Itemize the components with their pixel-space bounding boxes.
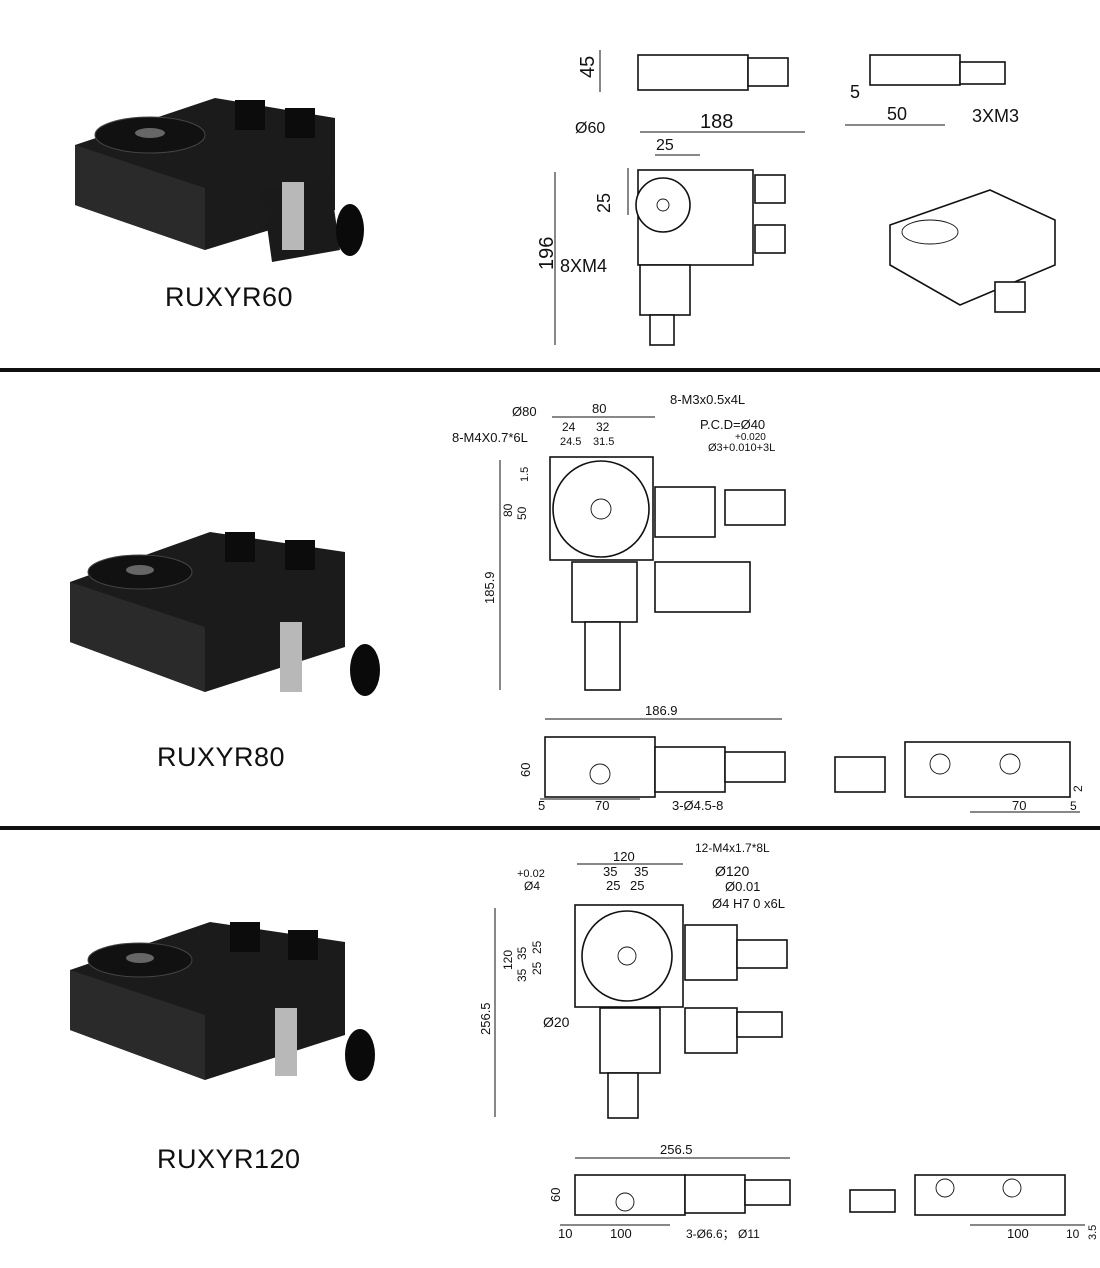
dim-h24: 24 (562, 420, 576, 434)
dim-h35a: 35 (603, 864, 617, 879)
dim-front-holes: 3-Ø4.5-8 (672, 798, 723, 813)
dim-side-thread: 3XM3 (972, 106, 1019, 126)
dim-pin: Ø3+0.010+3L (708, 442, 775, 454)
model-label: RUXYR120 (157, 1144, 301, 1174)
dim-side-10: 10 (1066, 1227, 1080, 1241)
dim-v120: 120 (501, 950, 515, 970)
model-label: RUXYR80 (157, 742, 286, 772)
dim-front-h: 60 (548, 1188, 563, 1202)
dim-v25b: 25 (530, 961, 544, 975)
dim-offset-h: 25 (656, 137, 674, 154)
dim-h315: 31.5 (593, 436, 614, 448)
drawing-ruxyr60: 45 188 Ø60 25 25 196 8XM4 5 50 3XM3 (75, 50, 1056, 346)
dim-h25a: 25 (606, 878, 620, 893)
dim-front-holes: 3-Ø6.6； Ø11 (686, 1227, 760, 1241)
dim-side-a: 5 (850, 82, 860, 102)
side-view-60 (599, 50, 1006, 126)
dim-v15: 1.5 (519, 467, 531, 482)
dim-length: 188 (700, 111, 733, 133)
dim-h25b: 25 (630, 878, 644, 893)
dim-v50: 50 (515, 506, 529, 520)
dim-width: 120 (613, 849, 635, 864)
dim-h35b: 35 (634, 864, 648, 879)
dim-tol: +0.02 (517, 868, 545, 880)
dim-front-10: 10 (558, 1226, 572, 1241)
dim-center: Ø20 (543, 1014, 570, 1030)
section-divider (0, 368, 1100, 372)
dim-diameter: Ø60 (575, 120, 605, 137)
dim-total-v: 196 (536, 237, 558, 270)
dim-threads-a: 8-M3x0.5x4L (670, 392, 745, 407)
product-render-80 (70, 532, 380, 696)
dim-total-v: 185.9 (482, 571, 497, 604)
dim-offset-v: 25 (594, 193, 614, 213)
dim-threads-b: 8-M4X0.7*6L (452, 430, 528, 445)
top-view-60 (554, 131, 805, 346)
dim-h245: 24.5 (560, 436, 581, 448)
dim-width: 80 (592, 401, 606, 416)
dim-flat: Ø0.01 (725, 879, 760, 894)
dim-side-70: 70 (1012, 798, 1026, 813)
iso-view-60 (889, 189, 1056, 313)
front-view-80 (540, 718, 1080, 813)
section-ruxyr120: 120 35 35 25 25 12-M4x1.7*8L +0.02 Ø4 Ø1… (0, 830, 1100, 1268)
dim-front-70: 70 (595, 798, 609, 813)
dim-v35b: 35 (515, 968, 529, 982)
product-render-60 (75, 98, 364, 262)
dim-front-len: 256.5 (660, 1142, 693, 1157)
dim-side-35: 3.5 (1087, 1225, 1099, 1240)
dim-front-len: 186.9 (645, 703, 678, 718)
dim-pcd: P.C.D=Ø40 (700, 417, 765, 432)
dim-side-b: 50 (887, 104, 907, 124)
dim-threads: 12-M4x1.7*8L (695, 841, 770, 855)
top-view-80 (499, 416, 786, 691)
drawing-ruxyr120: 120 35 35 25 25 12-M4x1.7*8L +0.02 Ø4 Ø1… (70, 841, 1099, 1241)
dim-front-100: 100 (610, 1226, 632, 1241)
dim-front-h: 60 (518, 763, 533, 777)
product-render-120 (70, 922, 375, 1081)
dim-holes: 8XM4 (560, 256, 607, 276)
section-ruxyr80: Ø80 80 24 32 24.5 31.5 8-M3x0.5x4L 8-M4X… (0, 372, 1100, 826)
dim-height: 45 (577, 56, 599, 78)
dim-diameter: Ø120 (715, 863, 749, 879)
dim-diameter: Ø80 (512, 404, 537, 419)
dim-v80: 80 (501, 503, 515, 517)
dim-tol: +0.020 (735, 432, 766, 443)
dim-side-100: 100 (1007, 1226, 1029, 1241)
drawing-ruxyr80: Ø80 80 24 32 24.5 31.5 8-M3x0.5x4L 8-M4X… (70, 392, 1085, 813)
dim-side-5: 5 (1070, 799, 1077, 813)
dim-v25a: 25 (530, 940, 544, 954)
dim-h32: 32 (596, 420, 610, 434)
dim-v35a: 35 (515, 946, 529, 960)
dim-front-5: 5 (538, 798, 545, 813)
section-ruxyr60: 45 188 Ø60 25 25 196 8XM4 5 50 3XM3 RUXY… (0, 0, 1100, 370)
section-divider (0, 826, 1100, 830)
front-view-120 (560, 1157, 1085, 1226)
dim-total-v: 256.5 (478, 1002, 493, 1035)
top-view-120 (494, 863, 788, 1119)
model-label: RUXYR60 (165, 282, 294, 312)
dim-pin: Ø4 (524, 879, 540, 893)
dim-side-2: 2 (1071, 785, 1085, 792)
dim-h7: Ø4 H7 0 x6L (712, 896, 785, 911)
